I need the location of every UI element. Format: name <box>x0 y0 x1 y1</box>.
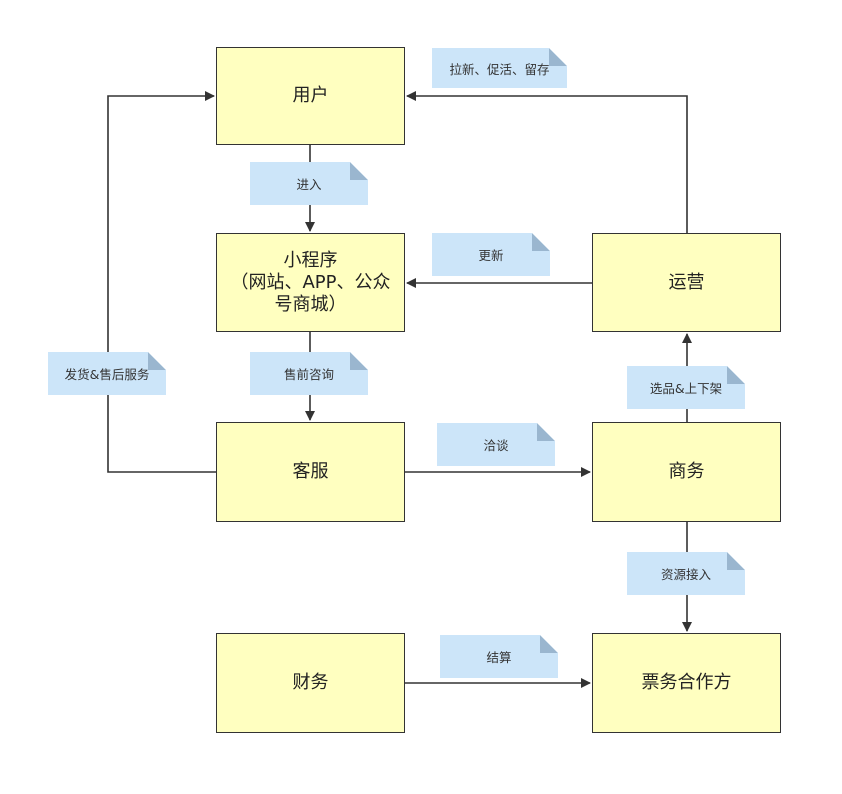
node-customer-service-label: 客服 <box>292 461 329 482</box>
note-update-label: 更新 <box>478 248 504 263</box>
node-miniprogram-label: 小程序 （网站、APP、公众 号商城） <box>230 249 391 315</box>
note-negotiate-label: 洽谈 <box>483 438 509 453</box>
node-business: 商务 <box>592 422 781 522</box>
node-finance: 财务 <box>216 633 405 733</box>
note-presale: 售前咨询 <box>250 352 368 395</box>
note-presale-label: 售前咨询 <box>283 367 334 382</box>
note-acquire: 拉新、促活、留存 <box>432 48 567 88</box>
note-selection: 选品&上下架 <box>627 366 745 409</box>
node-business-label: 商务 <box>668 461 705 482</box>
node-operations-label: 运营 <box>668 271 705 293</box>
node-operations: 运营 <box>592 233 781 332</box>
node-finance-label: 财务 <box>292 672 329 693</box>
note-enter: 进入 <box>250 162 368 205</box>
note-enter-label: 进入 <box>296 177 322 192</box>
note-selection-label: 选品&上下架 <box>649 381 723 396</box>
node-user-label: 用户 <box>292 85 329 106</box>
node-user: 用户 <box>216 47 405 145</box>
node-ticket-partner-label: 票务合作方 <box>641 672 732 693</box>
note-resource: 资源接入 <box>627 552 745 595</box>
note-negotiate: 洽谈 <box>437 423 555 466</box>
note-delivery-label: 发货&售后服务 <box>64 367 150 382</box>
note-update: 更新 <box>432 233 550 276</box>
note-acquire-label: 拉新、促活、留存 <box>449 61 550 77</box>
node-miniprogram: 小程序 （网站、APP、公众 号商城） <box>216 233 405 332</box>
note-settle-label: 结算 <box>486 650 512 665</box>
node-customer-service: 客服 <box>216 422 405 522</box>
note-resource-label: 资源接入 <box>660 567 711 582</box>
node-ticket-partner: 票务合作方 <box>592 633 781 733</box>
edge-operations-to-user <box>406 91 688 233</box>
note-settle: 结算 <box>440 635 558 678</box>
note-delivery: 发货&售后服务 <box>48 352 166 395</box>
edge-customer-service-to-user <box>107 91 216 473</box>
